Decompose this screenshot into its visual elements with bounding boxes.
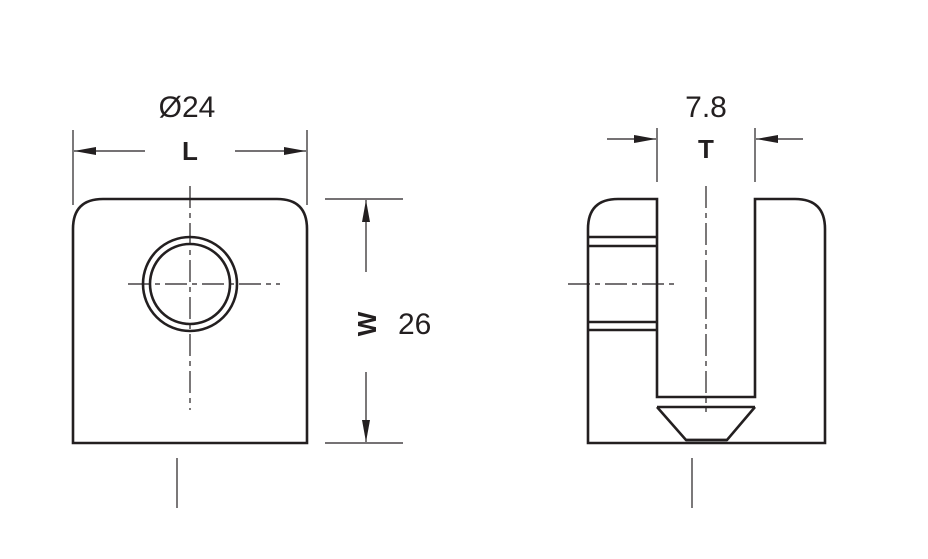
thickness-label: T [698, 134, 714, 164]
width-value: 26 [398, 308, 431, 341]
length-value: Ø24 [159, 91, 216, 124]
length-label: L [182, 136, 198, 166]
front-view: Ø24 L W 26 [71, 91, 431, 508]
thickness-value: 7.8 [685, 91, 727, 124]
front-body-outline [71, 197, 309, 445]
side-body-outline [586, 197, 827, 445]
side-view: 7.8 T [568, 91, 827, 508]
width-label: W [352, 311, 382, 336]
